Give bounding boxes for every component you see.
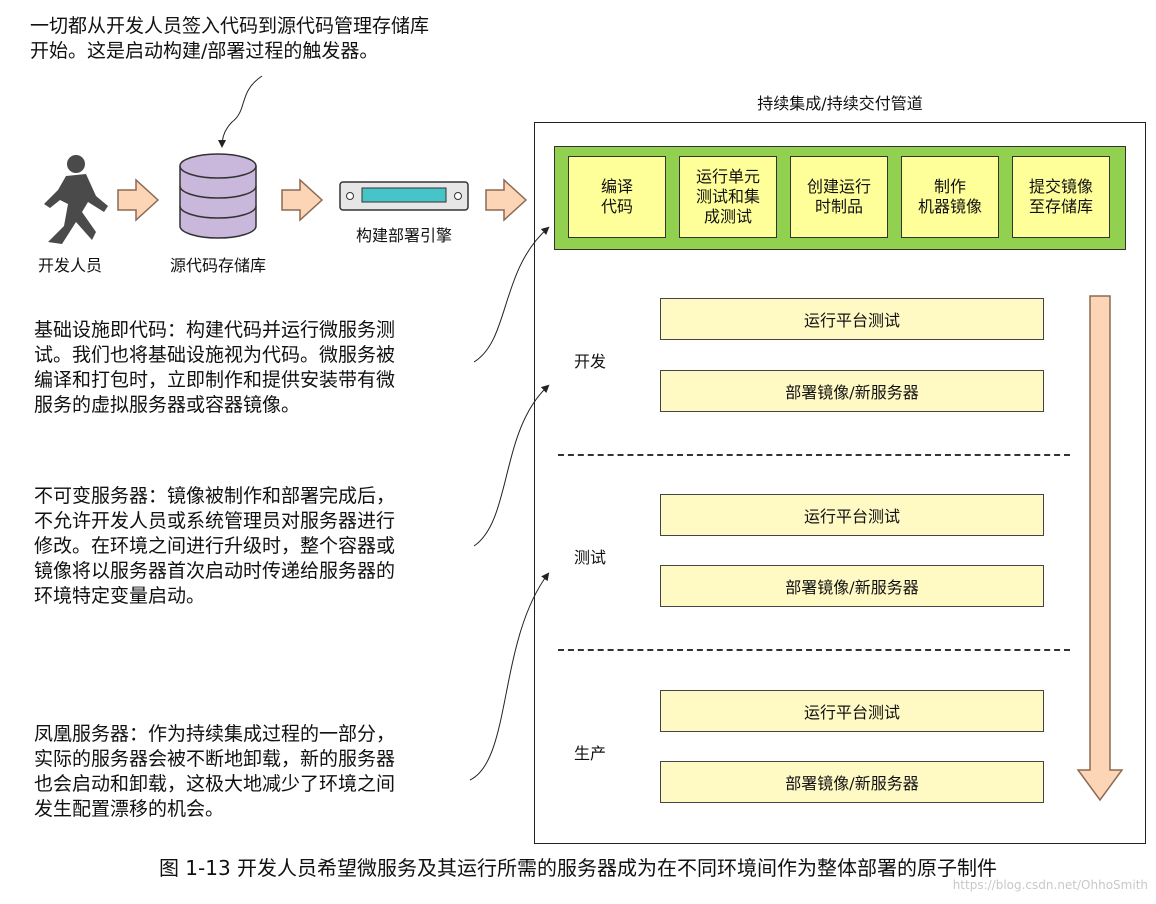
curve-immutable: [473, 384, 550, 547]
pipeline-title: 持续集成/持续交付管道: [757, 94, 923, 113]
build-engine-icon: [339, 181, 469, 211]
stage-tests: 运行单元 测试和集 成测试: [679, 156, 777, 238]
phoenix-server-note: 凤凰服务器：作为持续集成过程的一部分， 实际的服务器会被不断地卸载，新的服务器 …: [34, 723, 396, 820]
stage-push: 提交镜像 至存储库: [1012, 156, 1110, 238]
curve-phoenix: [469, 572, 550, 781]
curve-to-repo: [218, 75, 263, 148]
env-dev-label: 开发: [574, 352, 607, 371]
stage-artifact: 创建运行 时制品: [790, 156, 888, 238]
env-dev-test: 运行平台测试: [660, 298, 1044, 340]
figure-caption: 图 1-13 开发人员希望微服务及其运行所需的服务器成为在不同环境间作为整体部署…: [158, 856, 998, 880]
env-prod-deploy: 部署镜像/新服务器: [660, 761, 1044, 803]
immutable-server-note: 不可变服务器：镜像被制作和部署完成后， 不允许开发人员或系统管理员对服务器进行 …: [34, 485, 396, 607]
env-test-label: 测试: [574, 548, 607, 567]
downward-flow-arrow: [1076, 295, 1124, 802]
env-prod-test: 运行平台测试: [660, 690, 1044, 732]
arrow-3: [485, 178, 528, 222]
stage-compile: 编译 代码: [568, 156, 666, 238]
iac-note: 基础设施即代码：构建代码并运行微服务测 试。我们也将基础设施视为代码。微服务被 …: [34, 319, 396, 416]
curve-iac: [473, 226, 550, 363]
developer-label: 开发人员: [37, 256, 102, 275]
watermark: https://blog.csdn.net/OhhoSmith: [952, 878, 1148, 892]
env-prod-label: 生产: [574, 744, 607, 763]
arrow-1: [117, 178, 160, 222]
arrow-2: [281, 178, 324, 222]
pipeline-frame: [534, 122, 1146, 844]
block-arrows: [117, 178, 1124, 802]
divider-1: [558, 454, 1070, 456]
repo-label: 源代码存储库: [169, 256, 266, 275]
stage-image: 制作 机器镜像: [901, 156, 999, 238]
env-test-test: 运行平台测试: [660, 494, 1044, 536]
runner-icon: [44, 155, 108, 244]
engine-label: 构建部署引擎: [355, 226, 452, 245]
env-test-deploy: 部署镜像/新服务器: [660, 565, 1044, 607]
intro-note: 一切都从开发人员签入代码到源代码管理存储库 开始。这是启动构建/部署过程的触发器…: [30, 15, 430, 62]
database-icon: [179, 153, 257, 239]
env-dev-deploy: 部署镜像/新服务器: [660, 370, 1044, 412]
divider-2: [558, 649, 1070, 651]
